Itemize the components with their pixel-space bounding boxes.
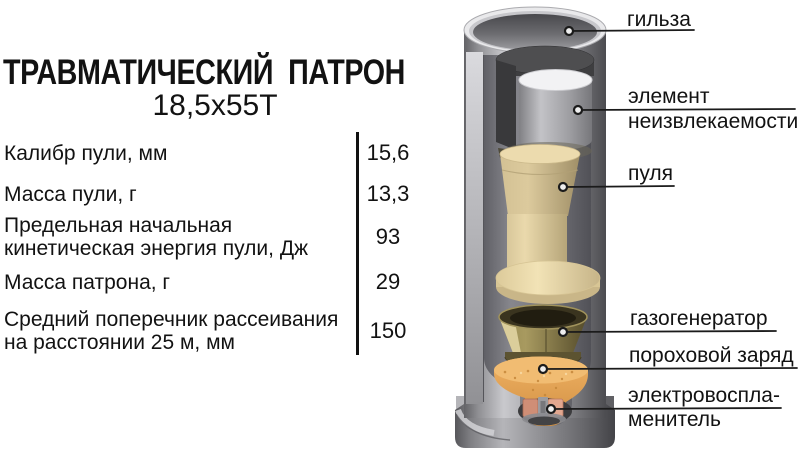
callout-bullet-label: пуля xyxy=(628,162,674,185)
spec-value: 13,3 xyxy=(366,181,410,206)
callout-gas-generator-label: газогенератор xyxy=(630,307,768,330)
case-wall-cut-section xyxy=(466,52,483,404)
spec-row-bullet-mass: Масса пули, г 13,3 xyxy=(4,175,416,213)
bullet-flange xyxy=(495,260,601,304)
callout-case-label: гильза xyxy=(627,8,691,31)
spec-label: Предельная начальная кинетическая энерги… xyxy=(4,214,309,260)
page-title: ТРАВМАТИЧЕСКИЙ ПАТРОН xyxy=(3,53,405,92)
spec-label: Масса пули, г xyxy=(4,182,137,206)
electric-igniter xyxy=(518,397,572,426)
callout-leader-lines xyxy=(542,29,798,410)
spec-value: 29 xyxy=(375,269,401,294)
spec-label: Средний поперечник рассеивания на рассто… xyxy=(4,308,339,354)
case-rim-opening xyxy=(463,6,607,54)
spec-row-dispersion: Средний поперечник рассеивания на рассто… xyxy=(4,303,416,359)
callout-powder-charge-label: пороховой заряд xyxy=(629,344,794,367)
spec-label: Калибр пули, мм xyxy=(4,141,168,165)
spec-row-energy: Предельная начальная кинетическая энерги… xyxy=(4,213,416,261)
bullet xyxy=(495,144,601,304)
page-subtitle: 18,5х55Т xyxy=(152,89,278,122)
spec-value: 93 xyxy=(375,224,401,249)
callout-non-extraction-element-label: элемент неизвлекаемости xyxy=(628,85,799,133)
spec-value: 150 xyxy=(369,318,407,343)
spec-divider-line xyxy=(356,132,359,355)
spec-row-caliber: Калибр пули, мм 15,6 xyxy=(4,131,416,175)
spec-table: Калибр пули, мм 15,6 Масса пули, г 13,3 … xyxy=(4,131,416,359)
case-dot xyxy=(563,25,575,37)
callout-igniter-label: электровоспла- менитель xyxy=(628,384,780,431)
spec-row-cartridge-mass: Масса патрона, г 29 xyxy=(4,261,416,303)
spec-label: Масса патрона, г xyxy=(4,270,171,294)
powder-grains xyxy=(503,369,574,397)
powder-dot xyxy=(537,363,549,375)
callout-dots xyxy=(537,25,584,415)
gas-generator-dot xyxy=(557,326,569,338)
inner-plug-disc xyxy=(495,45,595,150)
element-dot xyxy=(572,104,584,116)
bullet-dot xyxy=(557,181,569,193)
spec-value: 15,6 xyxy=(366,140,410,165)
igniter-dot xyxy=(545,403,557,415)
